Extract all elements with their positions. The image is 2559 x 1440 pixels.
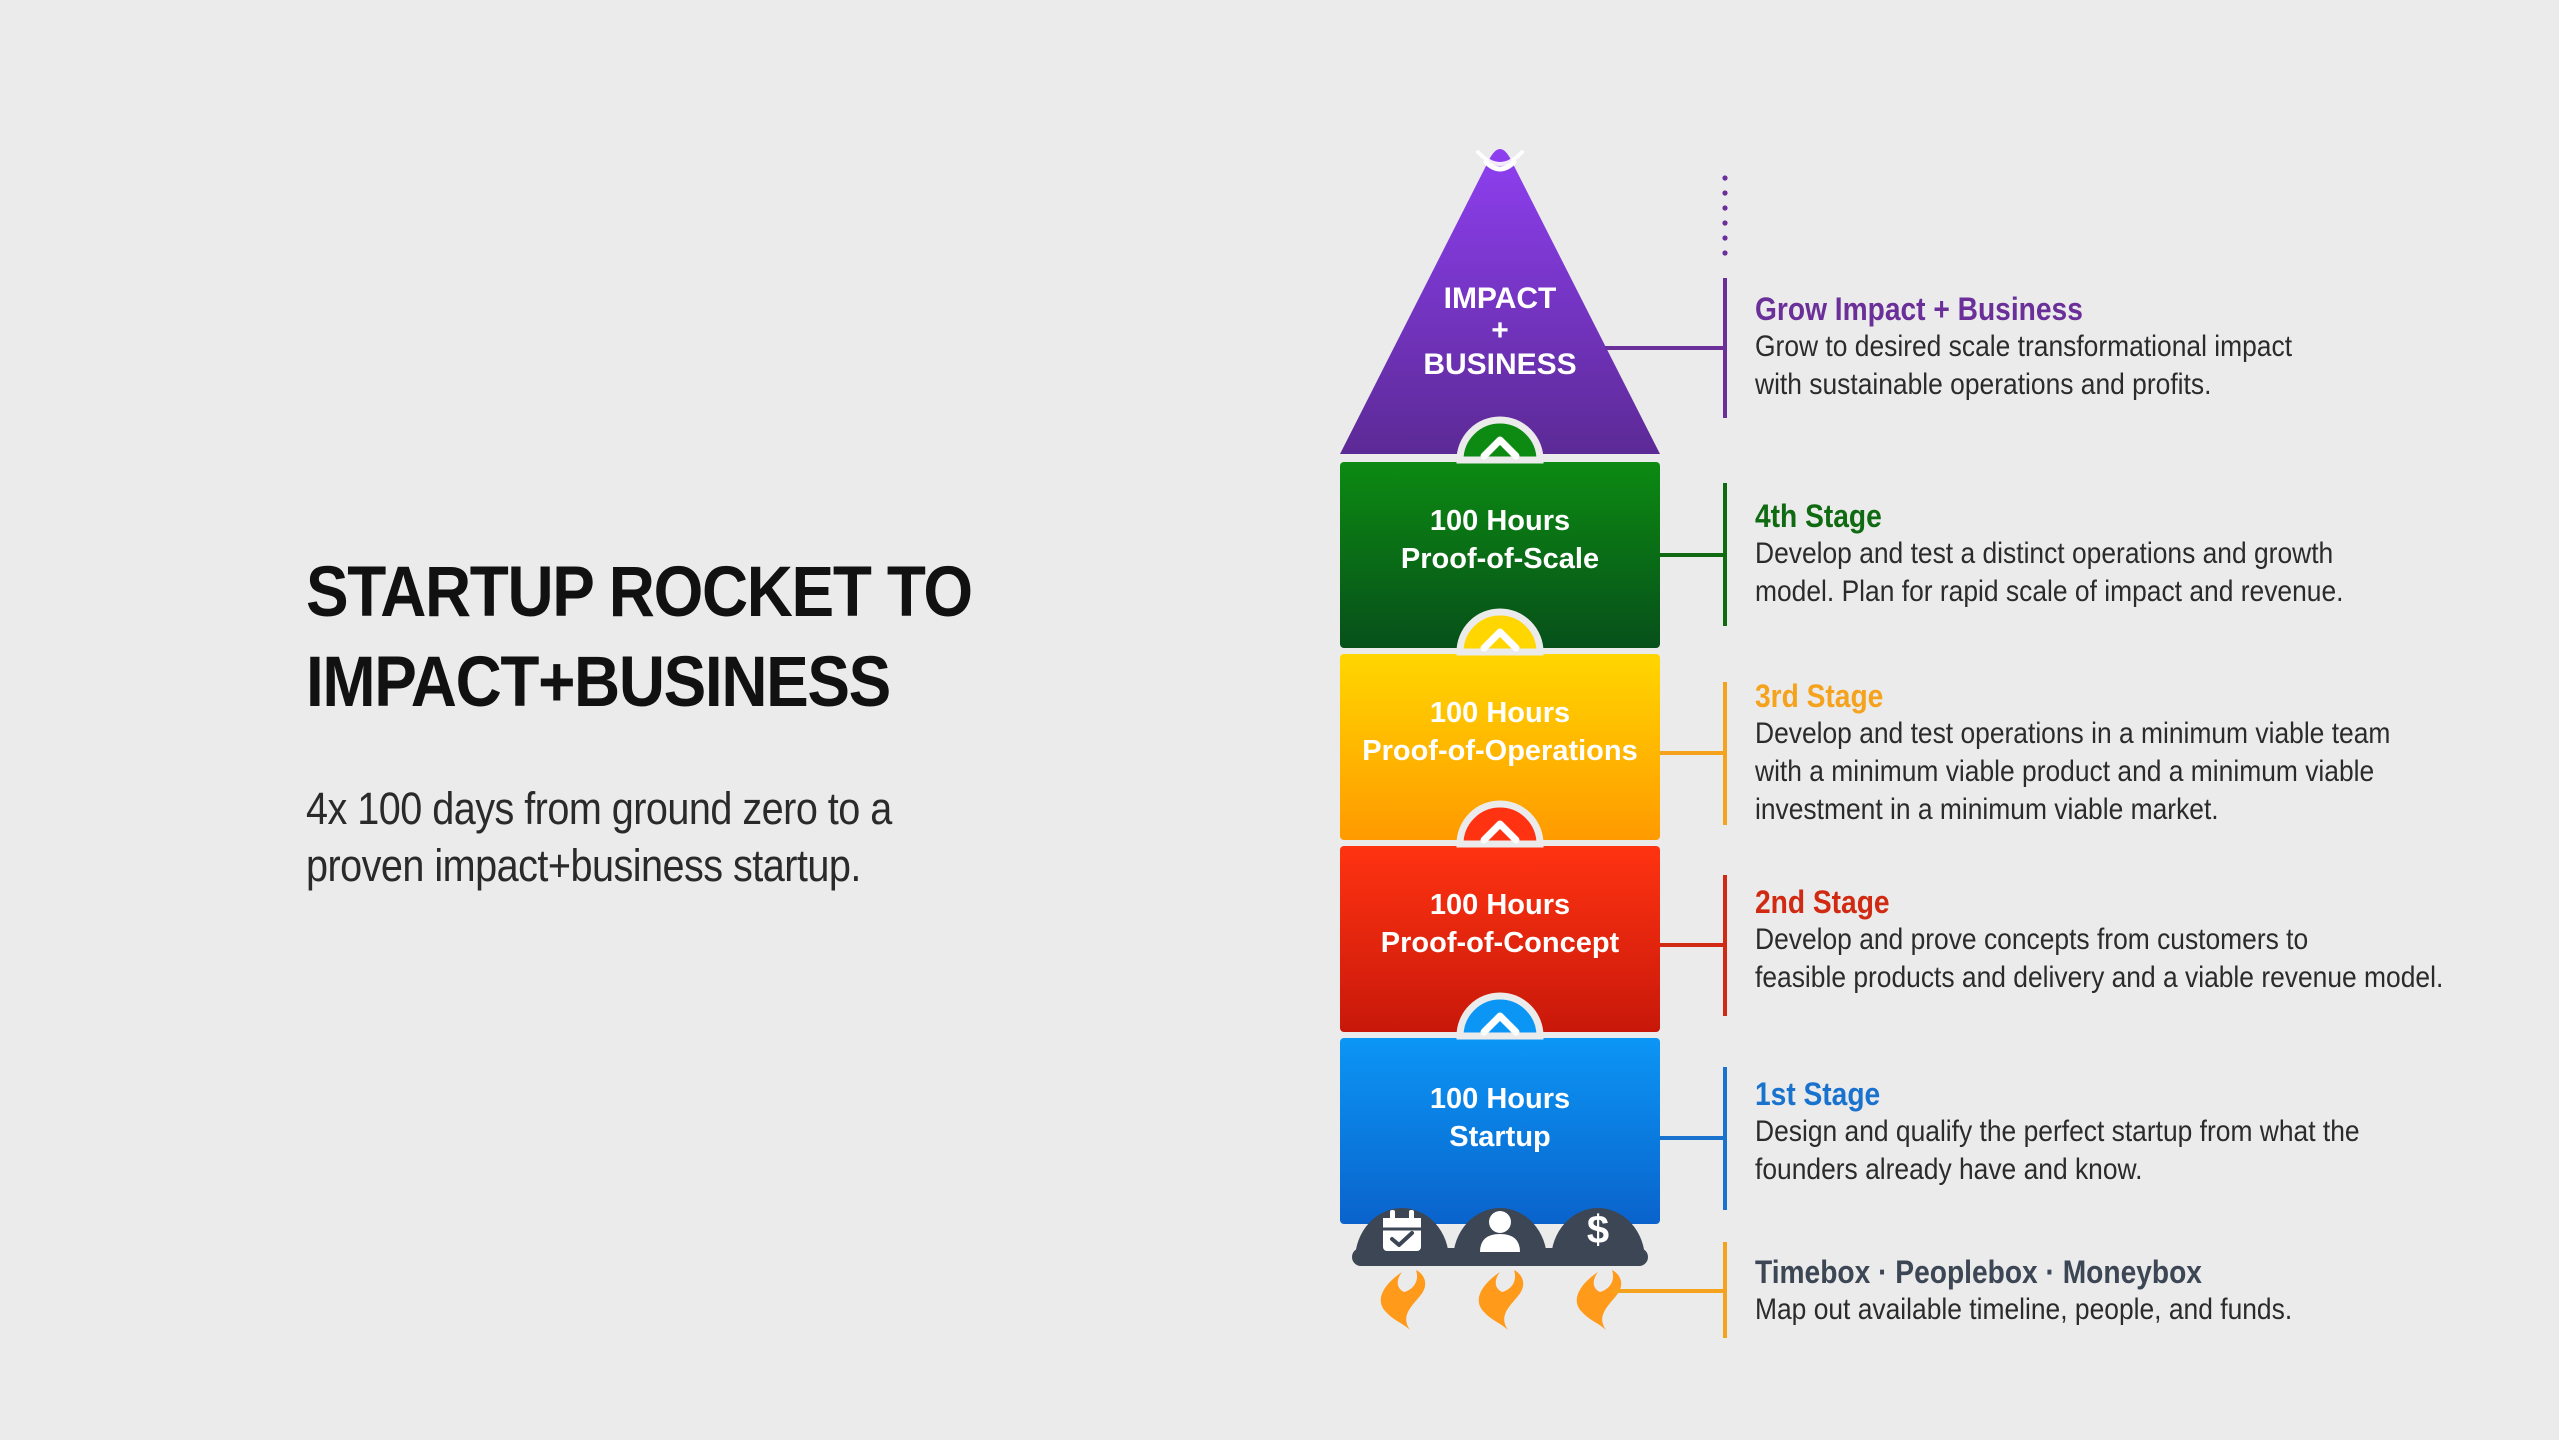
- stage-label-hours: 100 Hours: [1430, 1083, 1570, 1115]
- nose-label-line-3: BUSINESS: [1423, 348, 1576, 381]
- description-title: 3rd Stage: [1755, 677, 2424, 715]
- description-grow: Grow Impact + Business Grow to desired s…: [1755, 290, 2424, 404]
- description-title: Timebox · Peoplebox · Moneybox: [1755, 1253, 2424, 1291]
- flame-icon: [1479, 1270, 1523, 1330]
- description-line: Map out available timeline, people, and …: [1755, 1291, 2424, 1329]
- description-line: founders already have and know.: [1755, 1151, 2424, 1189]
- stage-label-name: Proof-of-Concept: [1381, 927, 1620, 959]
- rocket-engines: $: [1352, 1208, 1648, 1266]
- description-line: Develop and test a distinct operations a…: [1755, 535, 2424, 573]
- stage-label-name: Proof-of-Operations: [1362, 735, 1638, 767]
- stage-block-startup: 100 Hours Startup: [1340, 1038, 1660, 1224]
- description-1st-stage: 1st Stage Design and qualify the perfect…: [1755, 1075, 2424, 1189]
- nose-label-line-1: IMPACT: [1444, 282, 1557, 315]
- description-title: Grow Impact + Business: [1755, 290, 2424, 328]
- description-4th-stage: 4th Stage Develop and test a distinct op…: [1755, 497, 2424, 611]
- description-boxes: Timebox · Peoplebox · Moneybox Map out a…: [1755, 1253, 2424, 1329]
- description-line: feasible products and delivery and a via…: [1755, 959, 2424, 997]
- nose-label-line-2: +: [1491, 314, 1509, 347]
- stage-label-name: Startup: [1449, 1121, 1551, 1153]
- description-title: 2nd Stage: [1755, 883, 2424, 921]
- description-line: model. Plan for rapid scale of impact an…: [1755, 573, 2424, 611]
- svg-text:$: $: [1587, 1208, 1609, 1252]
- description-line: Grow to desired scale transformational i…: [1755, 328, 2424, 366]
- rocket-nose: IMPACT + BUSINESS: [1340, 149, 1660, 454]
- description-3rd-stage: 3rd Stage Develop and test operations in…: [1755, 677, 2424, 829]
- description-line: investment in a minimum viable market.: [1755, 791, 2424, 829]
- description-line: Develop and test operations in a minimum…: [1755, 715, 2424, 753]
- description-title: 4th Stage: [1755, 497, 2424, 535]
- description-line: Design and qualify the perfect startup f…: [1755, 1113, 2424, 1151]
- flame-icon: [1577, 1270, 1621, 1330]
- bracket-1st-stage: [1660, 1067, 1725, 1210]
- description-title: 1st Stage: [1755, 1075, 2424, 1113]
- bracket-3rd-stage: [1660, 682, 1725, 825]
- dotted-continuation-line: [1722, 175, 1727, 255]
- description-line: Develop and prove concepts from customer…: [1755, 921, 2424, 959]
- description-2nd-stage: 2nd Stage Develop and prove concepts fro…: [1755, 883, 2424, 997]
- stage-label-hours: 100 Hours: [1430, 697, 1570, 729]
- bracket-4th-stage: [1660, 483, 1725, 626]
- bracket-2nd-stage: [1660, 875, 1725, 1016]
- stage-label-name: Proof-of-Scale: [1401, 543, 1599, 575]
- description-line: with a minimum viable product and a mini…: [1755, 753, 2424, 791]
- flame-icon: [1381, 1270, 1425, 1330]
- description-line: with sustainable operations and profits.: [1755, 366, 2424, 404]
- stage-label-hours: 100 Hours: [1430, 889, 1570, 921]
- stage-label-hours: 100 Hours: [1430, 505, 1570, 537]
